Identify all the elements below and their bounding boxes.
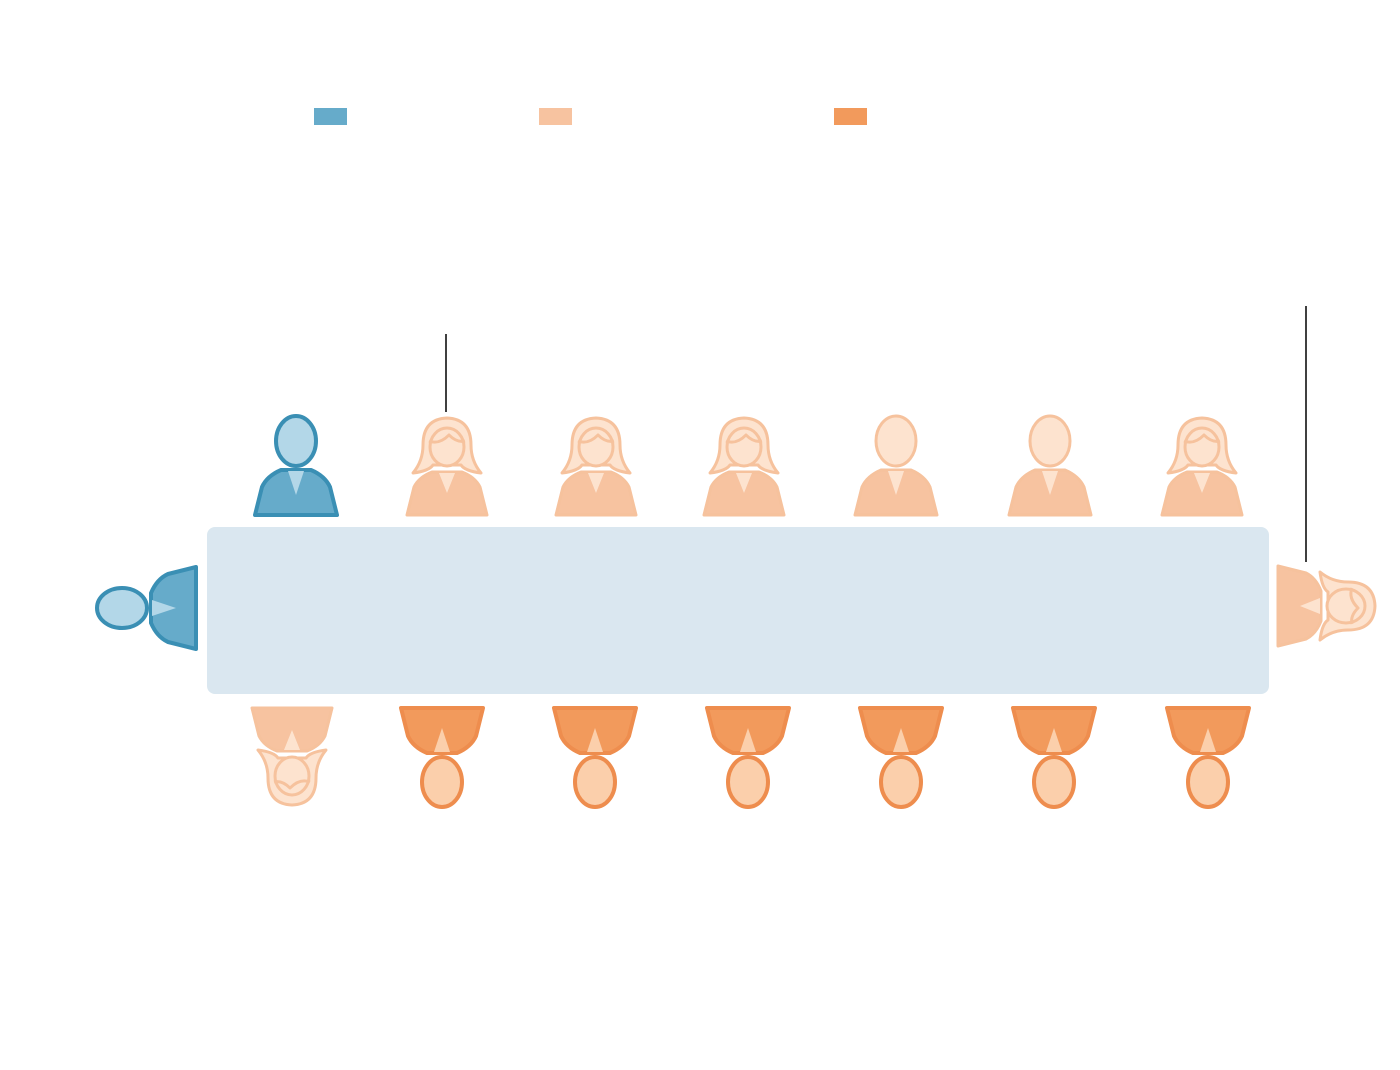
bottom-row-seats: [250, 706, 1251, 809]
top-row-seats: [253, 414, 1244, 517]
bottom-seat-man-icon: [705, 706, 791, 809]
top-seat-man-icon: [1007, 414, 1093, 517]
top-seat-man-icon: [253, 414, 339, 517]
bottom-seat-man-icon: [552, 706, 638, 809]
legend-swatch-orange: [834, 108, 867, 125]
legend-swatch-blue: [314, 108, 347, 125]
top-seat-woman-icon: [405, 416, 489, 517]
top-seat-man-icon: [853, 414, 939, 517]
bottom-seat-man-icon: [858, 706, 944, 809]
top-seat-woman-icon: [702, 416, 786, 517]
bottom-seat-man-icon: [1011, 706, 1097, 809]
right-end-seat-woman-icon: [1276, 564, 1377, 648]
top-seat-woman-icon: [554, 416, 638, 517]
bottom-seat-man-icon: [399, 706, 485, 809]
top-seat-woman-icon: [1160, 416, 1244, 517]
bottom-seat-man-icon: [1165, 706, 1251, 809]
bottom-seat-woman-icon: [250, 706, 334, 807]
conference-table: [207, 527, 1269, 694]
left-end-seat-man-icon: [95, 565, 198, 651]
legend: [314, 108, 867, 125]
legend-swatch-peach: [539, 108, 572, 125]
end-seats: [95, 564, 1377, 651]
